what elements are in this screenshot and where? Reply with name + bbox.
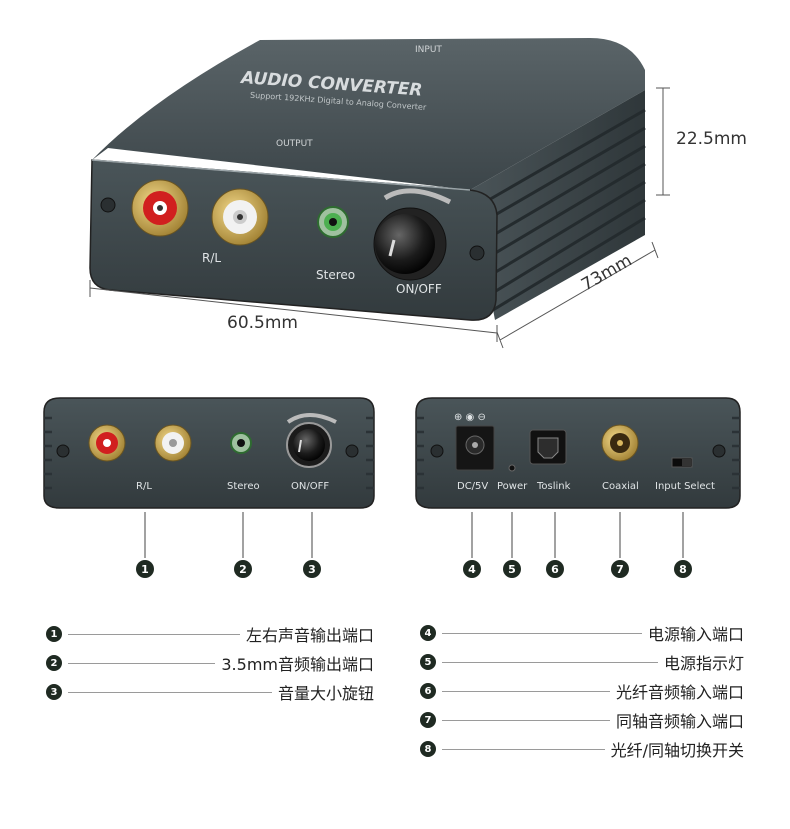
legend-item-5: 5 电源指示灯: [420, 651, 744, 673]
back-label-power: Power: [497, 481, 528, 492]
device-3d-view: AUDIO CONVERTER Support 192KHz Digital t…: [89, 38, 646, 321]
coaxial-port-icon: [601, 424, 639, 462]
legend-badge: 5: [420, 654, 436, 670]
legend-text: 电源指示灯: [663, 654, 744, 673]
device-top-face: [92, 38, 645, 190]
legend-item-2: 2 3.5mm音频输出端口: [46, 652, 374, 674]
legend-leader-line: [68, 633, 240, 635]
legend-badge: 1: [46, 626, 62, 642]
legend-item-8: 8 光纤/同轴切换开关: [420, 738, 744, 760]
legend-leader-line: [442, 748, 605, 750]
rca-red-port-icon: [131, 179, 189, 237]
port-label-onoff: ON/OFF: [396, 282, 442, 296]
front-rca-red-icon: [88, 424, 126, 462]
legend-leader-line: [442, 690, 610, 692]
front-stereo-jack-icon: [230, 432, 252, 454]
dimension-width: 60.5mm: [227, 313, 298, 333]
polarity-symbol: ⊕ ◉ ⊖: [454, 412, 486, 423]
legend-badge: 7: [420, 712, 436, 728]
input-select-switch-icon: [671, 457, 693, 468]
front-label-onoff: ON/OFF: [291, 481, 329, 492]
back-label-dc5v: DC/5V: [457, 481, 488, 492]
legend-text: 光纤音频输入端口: [615, 683, 744, 702]
stereo-jack-icon: [317, 206, 349, 238]
dc-power-jack-icon: [455, 425, 495, 471]
front-screw-left-icon: [56, 444, 70, 458]
front-screw-right-icon: [345, 444, 359, 458]
input-label: INPUT: [415, 45, 442, 55]
front-label-stereo: Stereo: [227, 481, 260, 492]
front-panel: R/L Stereo ON/OFF: [43, 397, 375, 509]
front-volume-knob-icon: [286, 413, 337, 468]
front-label-rl: R/L: [136, 481, 152, 492]
legend-text: 光纤/同轴切换开关: [610, 741, 744, 760]
output-label: OUTPUT: [276, 139, 313, 149]
legend-leader-line: [442, 632, 642, 634]
legend-badge: 6: [420, 683, 436, 699]
legend-item-7: 7 同轴音频输入端口: [420, 709, 744, 731]
legend-leader-line: [442, 719, 610, 721]
legend-leader-line: [442, 661, 658, 663]
screw-left-icon: [100, 197, 116, 213]
back-label-toslink: Toslink: [536, 481, 571, 492]
device-side-ribs: [479, 108, 646, 312]
legend-badge: 2: [46, 655, 62, 671]
back-panel: ⊕ ◉ ⊖ DC/5V Power Toslink: [415, 397, 741, 509]
device-front-face: [89, 159, 498, 321]
volume-knob-icon: [373, 188, 452, 281]
callout-2: 2: [234, 560, 252, 578]
back-label-coaxial: Coaxial: [602, 481, 639, 492]
port-label-stereo: Stereo: [316, 268, 355, 282]
back-label-input-select: Input Select: [655, 481, 715, 492]
legend-badge: 8: [420, 741, 436, 757]
callout-3: 3: [303, 560, 321, 578]
legend-text: 音量大小旋钮: [277, 684, 374, 703]
back-screw-left-icon: [430, 444, 444, 458]
callout-8: 8: [674, 560, 692, 578]
legend-item-4: 4 电源输入端口: [420, 622, 744, 644]
callout-5: 5: [503, 560, 521, 578]
rca-white-port-icon: [211, 188, 269, 246]
legend-leader-line: [68, 662, 216, 664]
dimension-lines: [89, 87, 670, 349]
front-rca-white-icon: [154, 424, 192, 462]
power-led-icon: [508, 464, 516, 472]
legend-text: 左右声音输出端口: [245, 626, 374, 645]
toslink-port-icon: [529, 429, 567, 465]
legend-text: 3.5mm音频输出端口: [221, 655, 374, 674]
legend-item-6: 6 光纤音频输入端口: [420, 680, 744, 702]
legend-item-3: 3 音量大小旋钮: [46, 681, 374, 703]
legend-item-1: 1 左右声音输出端口: [46, 623, 374, 645]
legend-badge: 4: [420, 625, 436, 641]
legend-text: 同轴音频输入端口: [615, 712, 744, 731]
port-label-rl: R/L: [202, 251, 221, 265]
callout-7: 7: [611, 560, 629, 578]
back-screw-right-icon: [712, 444, 726, 458]
legend-leader-line: [68, 691, 272, 693]
legend-text: 电源输入端口: [647, 625, 744, 644]
legend-badge: 3: [46, 684, 62, 700]
callout-1: 1: [136, 560, 154, 578]
callout-4: 4: [463, 560, 481, 578]
dimension-height: 22.5mm: [676, 129, 747, 149]
callout-leaders: [144, 512, 684, 558]
callout-6: 6: [546, 560, 564, 578]
screw-right-icon: [469, 245, 485, 261]
